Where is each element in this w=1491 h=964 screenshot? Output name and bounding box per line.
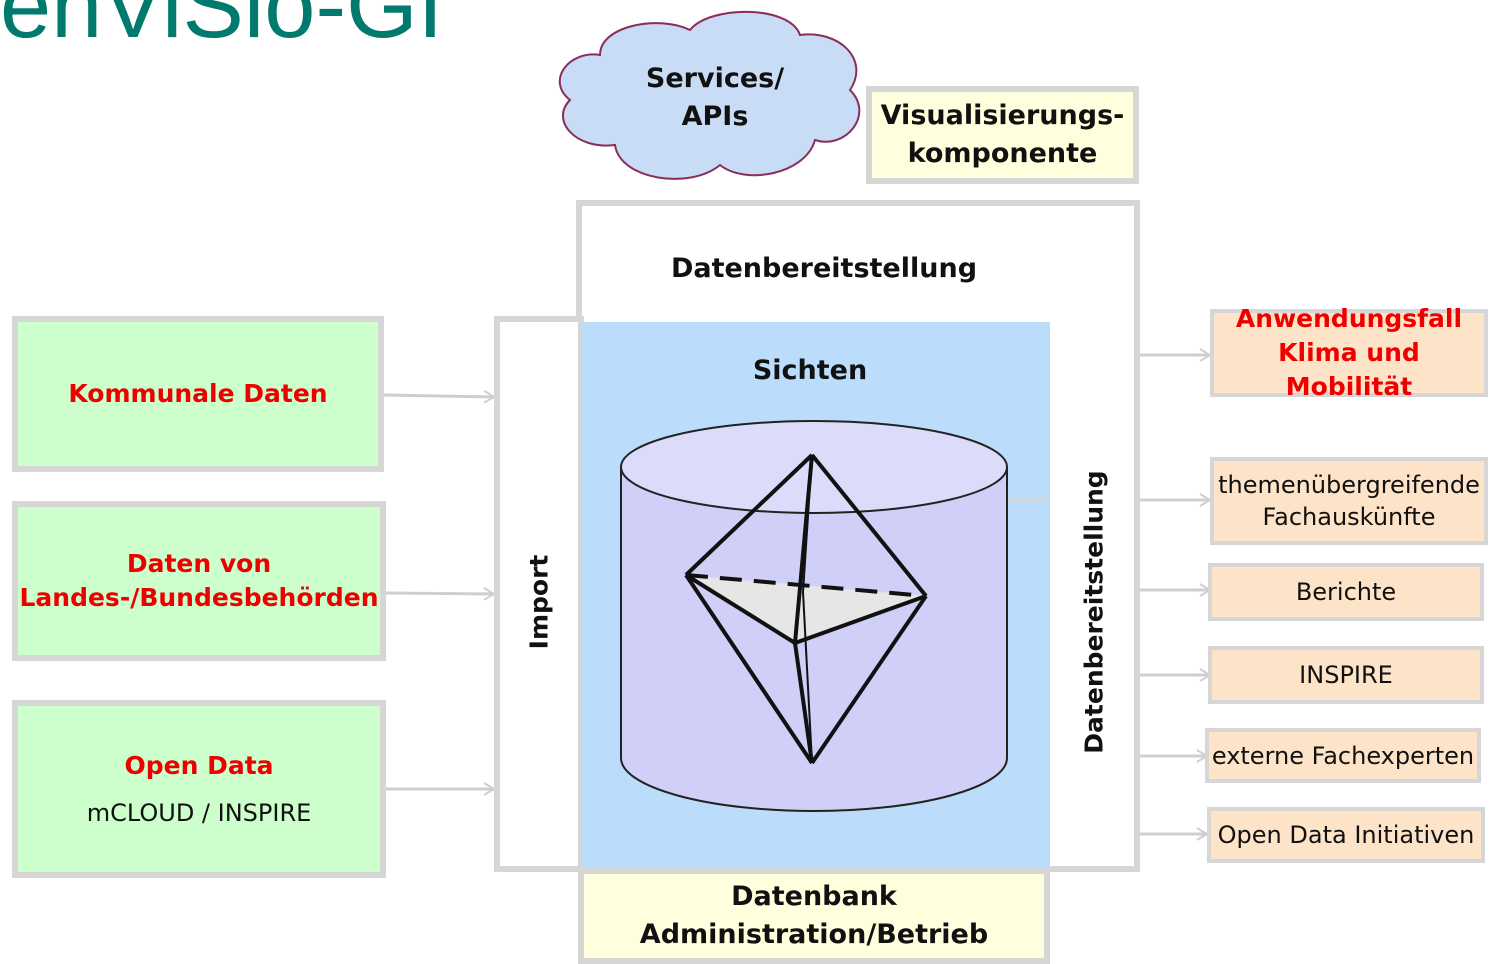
output-box-inspire: INSPIRE <box>1208 646 1484 704</box>
output-1-label-1: Anwendungsfall <box>1235 304 1463 333</box>
output-4-label: INSPIRE <box>1299 661 1393 689</box>
source-box-landes-bund: Daten von Landes-/Bundesbehörden <box>12 501 386 661</box>
source-3-label-2: mCLOUD / INSPIRE <box>86 799 312 827</box>
visualization-line2: komponente <box>907 138 1098 169</box>
cylinder-top <box>620 420 1008 514</box>
output-2-label-1: themenübergreifende <box>1218 471 1480 499</box>
sichten-label: Sichten <box>752 355 868 386</box>
output-box-fachauskuenfte: themenübergreifende Fachauskünfte <box>1210 457 1488 545</box>
output-6-label: Open Data Initiativen <box>1217 821 1475 849</box>
cloud-shape <box>558 10 861 180</box>
output-1-label-2: Klima und Mobilität <box>1278 338 1420 401</box>
datenbank-line2: Administration/Betrieb <box>639 919 989 950</box>
visualization-line1: Visualisierungs- <box>880 100 1125 131</box>
visualization-component-box: Visualisierungs- komponente <box>866 86 1139 184</box>
output-box-open-data-initiativen: Open Data Initiativen <box>1207 807 1485 863</box>
output-5-label: externe Fachexperten <box>1211 741 1475 770</box>
source-box-open-data: Open Data mCLOUD / INSPIRE <box>12 700 386 878</box>
datenbank-line1: Datenbank <box>731 881 897 912</box>
cloud-line1: Services/ <box>645 63 785 94</box>
import-frame <box>494 316 584 872</box>
arrow-source-1 <box>383 389 496 404</box>
source-1-label: Kommunale Daten <box>68 379 328 408</box>
source-3-label-1: Open Data <box>124 751 274 780</box>
output-box-fachexperten: externe Fachexperten <box>1205 728 1481 783</box>
output-box-berichte: Berichte <box>1208 563 1484 621</box>
cylinder-body <box>620 467 1008 812</box>
datenbereitstellung-top-label: Datenbereitstellung <box>670 253 978 284</box>
output-2-label-2: Fachauskünfte <box>1262 503 1436 531</box>
arrow-source-2 <box>385 587 496 601</box>
datenbank-box: Datenbank Administration/Betrieb <box>578 868 1050 964</box>
cloud-label: Services/ APIs <box>630 60 800 136</box>
source-box-kommunal: Kommunale Daten <box>12 316 384 472</box>
output-box-anwendungsfall: Anwendungsfall Klima und Mobilität <box>1210 304 1488 401</box>
source-2-label-2: Landes-/Bundesbehörden <box>19 583 379 612</box>
octahedron-dashed-edge <box>685 573 927 598</box>
octahedron-icon <box>684 453 928 765</box>
output-3-label: Berichte <box>1295 578 1397 606</box>
cloud-line2: APIs <box>681 101 749 132</box>
page-title: enViSio-GI <box>0 0 444 57</box>
source-2-label-1: Daten von <box>126 549 272 578</box>
octahedron-hidden-edges <box>802 454 813 764</box>
